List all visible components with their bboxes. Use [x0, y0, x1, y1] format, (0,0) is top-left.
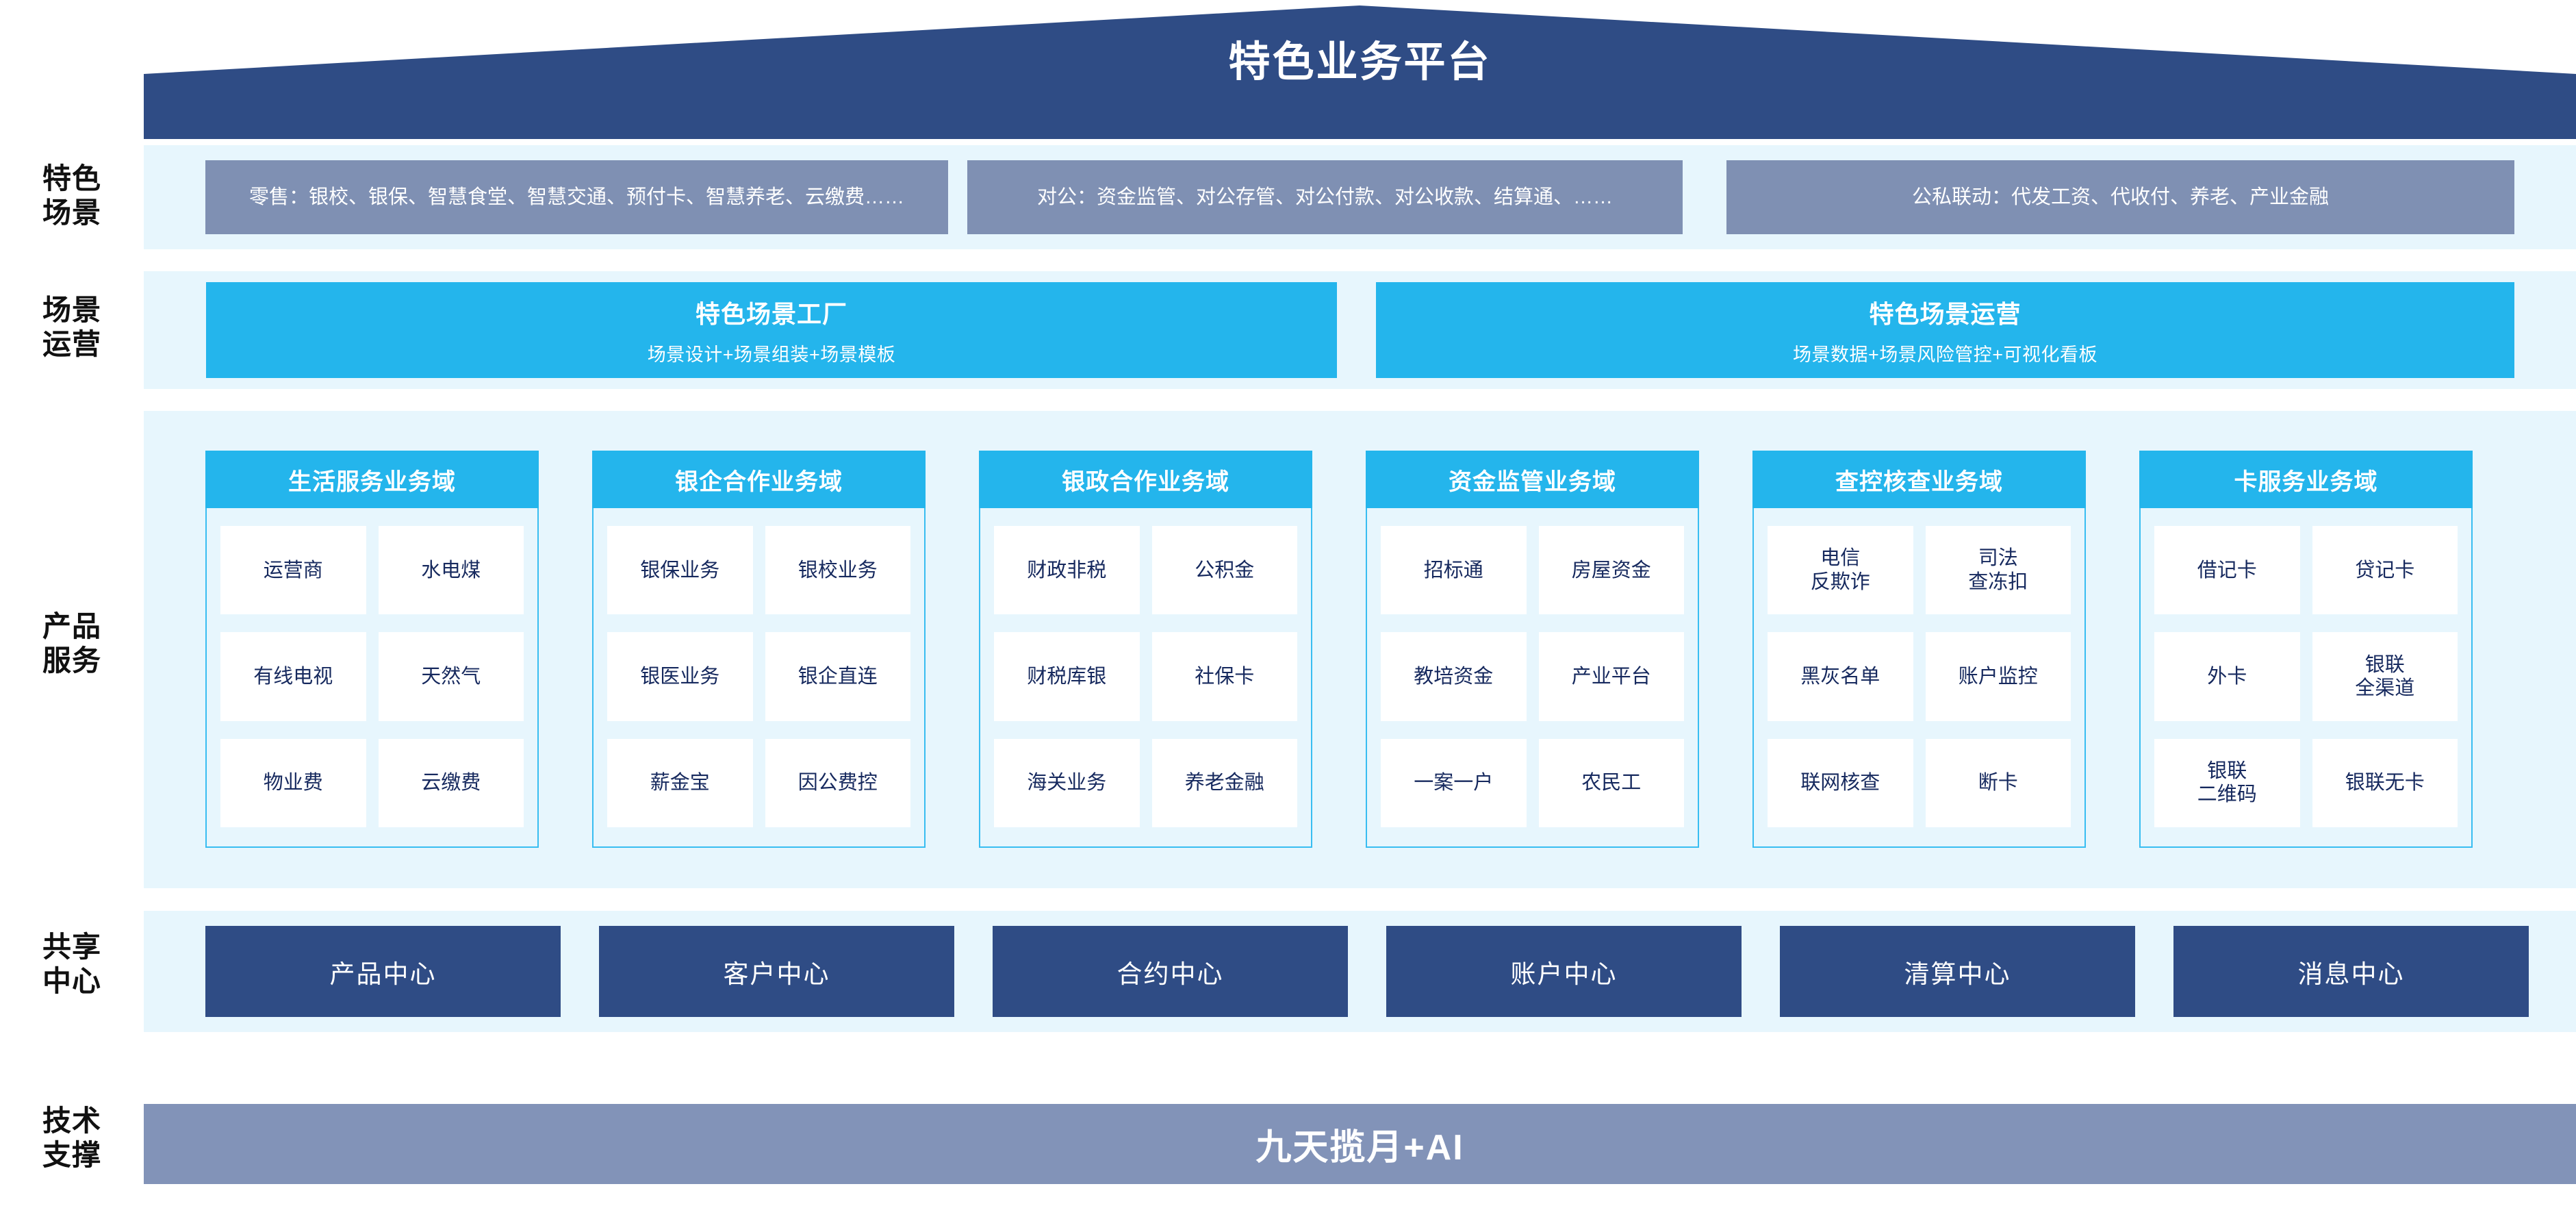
product-item[interactable]: 财政非税 — [994, 526, 1140, 615]
product-card-investigation[interactable]: 查控核查业务域 电信反欺诈 司法查冻扣 黑灰名单 账户监控 联网核查 断卡 — [1752, 451, 2086, 848]
product-item[interactable]: 云缴费 — [378, 738, 524, 827]
product-item[interactable]: 水电煤 — [378, 526, 524, 615]
product-item[interactable]: 黑灰名单 — [1768, 632, 1913, 721]
scenario-box-retail[interactable]: 零售：银校、银保、智慧食堂、智慧交通、预付卡、智慧养老、云缴费…… — [205, 160, 948, 234]
product-item[interactable]: 银保业务 — [607, 526, 753, 615]
ops-title: 特色场景工厂 — [695, 299, 847, 328]
product-item[interactable]: 薪金宝 — [607, 738, 753, 827]
product-item[interactable]: 因公费控 — [765, 738, 910, 827]
product-card-title: 银政合作业务域 — [979, 451, 1312, 508]
ops-title: 特色场景运营 — [1869, 299, 2022, 328]
scenarios-band: 零售：银校、银保、智慧食堂、智慧交通、预付卡、智慧养老、云缴费…… 对公：资金监… — [144, 145, 2576, 249]
product-card-grid: 财政非税 公积金 财税库银 社保卡 海关业务 养老金融 — [980, 508, 1311, 846]
product-item[interactable]: 电信反欺诈 — [1768, 526, 1913, 615]
tech-support-label: 九天揽月+AI — [1255, 1128, 1464, 1168]
product-item[interactable]: 银联二维码 — [2154, 738, 2300, 827]
product-card-grid: 银保业务 银校业务 银医业务 银企直连 薪金宝 因公费控 — [594, 508, 924, 846]
product-item[interactable]: 房屋资金 — [1538, 526, 1684, 615]
product-item[interactable]: 司法查冻扣 — [1925, 526, 2071, 615]
ops-box-scene-factory[interactable]: 特色场景工厂 场景设计+场景组装+场景模板 — [206, 282, 1337, 378]
product-card-grid: 借记卡 贷记卡 外卡 银联全渠道 银联二维码 银联无卡 — [2141, 508, 2471, 846]
scene-operations-band: 特色场景工厂 场景设计+场景组装+场景模板 特色场景运营 场景数据+场景风险管控… — [144, 271, 2576, 389]
product-card-title: 资金监管业务域 — [1366, 451, 1699, 508]
product-item[interactable]: 断卡 — [1925, 738, 2071, 827]
rail-label-line2: 场景 — [42, 196, 101, 229]
rail-label-line2: 支撑 — [42, 1138, 101, 1171]
scenario-box-linkage[interactable]: 公私联动：代发工资、代收付、养老、产业金融 — [1726, 160, 2514, 234]
product-item[interactable]: 银校业务 — [765, 526, 910, 615]
product-item[interactable]: 银医业务 — [607, 632, 753, 721]
shared-center-account[interactable]: 账户中心 — [1386, 926, 1742, 1017]
roof-shape — [144, 5, 2576, 139]
shared-center-contract[interactable]: 合约中心 — [993, 926, 1348, 1017]
product-item[interactable]: 产业平台 — [1538, 632, 1684, 721]
product-item[interactable]: 借记卡 — [2154, 526, 2300, 615]
shared-centers-band: 产品中心 客户中心 合约中心 账户中心 清算中心 消息中心 — [144, 911, 2576, 1032]
rail-label-line1: 特色 — [42, 162, 101, 194]
rail-label-line1: 共享 — [42, 931, 101, 963]
product-card-card-service[interactable]: 卡服务业务域 借记卡 贷记卡 外卡 银联全渠道 银联二维码 银联无卡 — [2139, 451, 2473, 848]
rail-label-tech: 技术支撑 — [0, 1104, 144, 1172]
product-item[interactable]: 一案一户 — [1381, 738, 1527, 827]
product-item[interactable]: 联网核查 — [1768, 738, 1913, 827]
ops-box-scene-operation[interactable]: 特色场景运营 场景数据+场景风险管控+可视化看板 — [1376, 282, 2514, 378]
rail-label-shared: 共享中心 — [0, 930, 144, 998]
rail-label-products: 产品服务 — [0, 609, 144, 677]
rail-label-operations: 场景运营 — [0, 293, 144, 361]
rail-label-scenarios: 特色场景 — [0, 162, 144, 229]
product-item[interactable]: 银联无卡 — [2312, 738, 2458, 827]
rail-label-line1: 场景 — [42, 294, 101, 326]
scenario-box-corporate[interactable]: 对公：资金监管、对公存管、对公付款、对公收款、结算通、…… — [967, 160, 1683, 234]
product-item[interactable]: 社保卡 — [1151, 632, 1297, 721]
rail-label-line2: 中心 — [42, 964, 101, 997]
product-item[interactable]: 养老金融 — [1151, 738, 1297, 827]
product-item[interactable]: 财税库银 — [994, 632, 1140, 721]
product-card-title: 生活服务业务域 — [205, 451, 539, 508]
product-card-fund-supervision[interactable]: 资金监管业务域 招标通 房屋资金 教培资金 产业平台 一案一户 农民工 — [1366, 451, 1699, 848]
rail-label-line2: 运营 — [42, 327, 101, 360]
product-card-title: 查控核查业务域 — [1752, 451, 2086, 508]
shared-center-clearing[interactable]: 清算中心 — [1780, 926, 2135, 1017]
product-item[interactable]: 运营商 — [220, 526, 366, 615]
product-card-grid: 运营商 水电煤 有线电视 天然气 物业费 云缴费 — [207, 508, 537, 846]
product-card-bank-government[interactable]: 银政合作业务域 财政非税 公积金 财税库银 社保卡 海关业务 养老金融 — [979, 451, 1312, 848]
product-item[interactable]: 外卡 — [2154, 632, 2300, 721]
product-item[interactable]: 贷记卡 — [2312, 526, 2458, 615]
product-card-grid: 招标通 房屋资金 教培资金 产业平台 一案一户 农民工 — [1367, 508, 1698, 846]
shared-center-product[interactable]: 产品中心 — [205, 926, 561, 1017]
product-card-title: 银企合作业务域 — [592, 451, 926, 508]
rail-label-line1: 产品 — [42, 610, 101, 642]
product-card-life-service[interactable]: 生活服务业务域 运营商 水电煤 有线电视 天然气 物业费 云缴费 — [205, 451, 539, 848]
shared-center-customer[interactable]: 客户中心 — [599, 926, 954, 1017]
product-item[interactable]: 物业费 — [220, 738, 366, 827]
product-item[interactable]: 教培资金 — [1381, 632, 1527, 721]
shared-center-message[interactable]: 消息中心 — [2173, 926, 2529, 1017]
product-card-title: 卡服务业务域 — [2139, 451, 2473, 508]
ops-subtitle: 场景数据+场景风险管控+可视化看板 — [1792, 344, 2098, 365]
ops-subtitle: 场景设计+场景组装+场景模板 — [647, 344, 896, 365]
platform-roof: 特色业务平台 — [144, 5, 2576, 139]
product-item[interactable]: 招标通 — [1381, 526, 1527, 615]
product-item[interactable]: 农民工 — [1538, 738, 1684, 827]
product-item[interactable]: 海关业务 — [994, 738, 1140, 827]
product-item[interactable]: 公积金 — [1151, 526, 1297, 615]
rail-label-line1: 技术 — [42, 1105, 101, 1137]
rail-label-line2: 服务 — [42, 644, 101, 677]
product-service-band: 生活服务业务域 运营商 水电煤 有线电视 天然气 物业费 云缴费 银企合作业务域… — [144, 411, 2576, 888]
product-card-bank-enterprise[interactable]: 银企合作业务域 银保业务 银校业务 银医业务 银企直连 薪金宝 因公费控 — [592, 451, 926, 848]
product-item[interactable]: 账户监控 — [1925, 632, 2071, 721]
product-item[interactable]: 有线电视 — [220, 632, 366, 721]
page-title: 特色业务平台 — [1228, 38, 1492, 85]
product-item[interactable]: 银联全渠道 — [2312, 632, 2458, 721]
tech-support-bar[interactable]: 九天揽月+AI — [144, 1104, 2576, 1184]
product-item[interactable]: 银企直连 — [765, 632, 910, 721]
product-card-grid: 电信反欺诈 司法查冻扣 黑灰名单 账户监控 联网核查 断卡 — [1754, 508, 2084, 846]
product-item[interactable]: 天然气 — [378, 632, 524, 721]
